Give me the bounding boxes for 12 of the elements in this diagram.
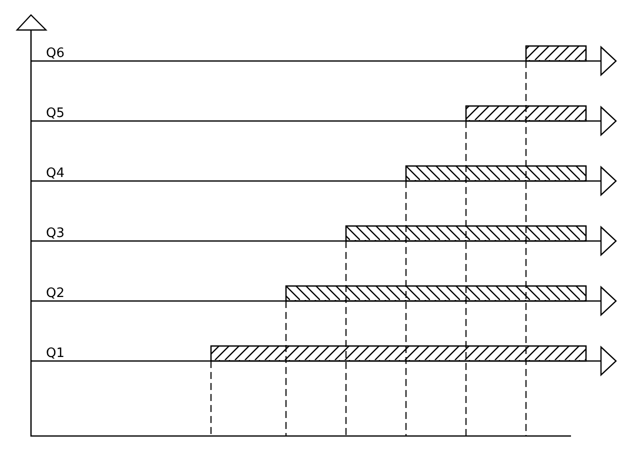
signal-label: Q1 bbox=[46, 346, 65, 361]
signal-label: Q2 bbox=[46, 286, 65, 301]
signal-label: Q5 bbox=[46, 106, 65, 121]
signal-label: Q6 bbox=[46, 46, 65, 61]
signal-label: Q3 bbox=[46, 226, 65, 241]
hatched-bar bbox=[405, 165, 587, 182]
hatched-bar bbox=[210, 345, 587, 362]
hatched-bar bbox=[285, 285, 587, 302]
hatched-bar bbox=[525, 45, 587, 62]
hatched-bar bbox=[345, 225, 587, 242]
hatched-bar bbox=[465, 105, 587, 122]
signal-label: Q4 bbox=[46, 166, 65, 181]
